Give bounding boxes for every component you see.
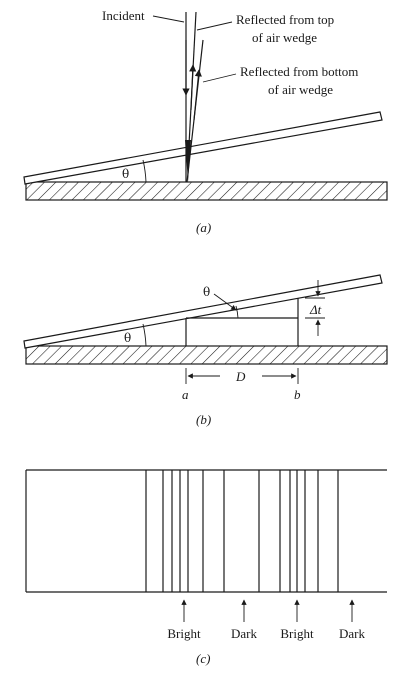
angle-arc-a xyxy=(142,159,147,183)
base-plate-a xyxy=(25,181,388,201)
reflected-top-label-2: of air wedge xyxy=(252,30,317,45)
fringe-label-bright: Bright xyxy=(280,626,314,641)
fringe-markers: Bright Dark Bright Dark xyxy=(167,599,365,641)
incident-leader xyxy=(152,15,185,23)
panel-c: Bright Dark Bright Dark (c) xyxy=(25,469,387,666)
point-a-label: a xyxy=(182,387,189,402)
fringe-label-dark: Dark xyxy=(339,626,365,641)
angle-top-leader xyxy=(213,293,237,311)
thickness-label: Δt xyxy=(309,302,322,317)
angle-arc-b xyxy=(142,323,147,347)
ray-convergence xyxy=(185,140,191,182)
point-b-label: b xyxy=(294,387,301,402)
reflected-bottom-label-1: Reflected from bottom xyxy=(240,64,358,79)
caption-a: (a) xyxy=(196,220,211,235)
incident-label: Incident xyxy=(102,8,145,23)
panel-b: θ θ Δt D a b (b) xyxy=(23,274,388,427)
fringe-label-bright: Bright xyxy=(167,626,201,641)
fringe-lines xyxy=(145,470,339,592)
caption-c: (c) xyxy=(196,651,210,666)
angle-label-b-top: θ xyxy=(203,285,210,299)
distance-label: D xyxy=(235,369,246,384)
angle-label-b-bottom: θ xyxy=(124,331,131,345)
caption-b: (b) xyxy=(196,412,211,427)
top-plate-b xyxy=(23,274,383,349)
base-plate-b xyxy=(25,345,388,365)
reflected-top-arrow xyxy=(189,64,197,111)
angle-label-a: θ xyxy=(122,167,129,181)
reflected-bottom-label-2: of air wedge xyxy=(268,82,333,97)
fringe-label-dark: Dark xyxy=(231,626,257,641)
reflected-top-leader xyxy=(196,21,233,31)
top-plate-a xyxy=(23,111,383,185)
panel-a: θ Incident Reflected from top of air wed… xyxy=(23,8,388,235)
reflected-bottom-leader xyxy=(202,73,237,83)
reflected-top-label-1: Reflected from top xyxy=(236,12,334,27)
reflected-bottom-arrow xyxy=(193,69,202,121)
